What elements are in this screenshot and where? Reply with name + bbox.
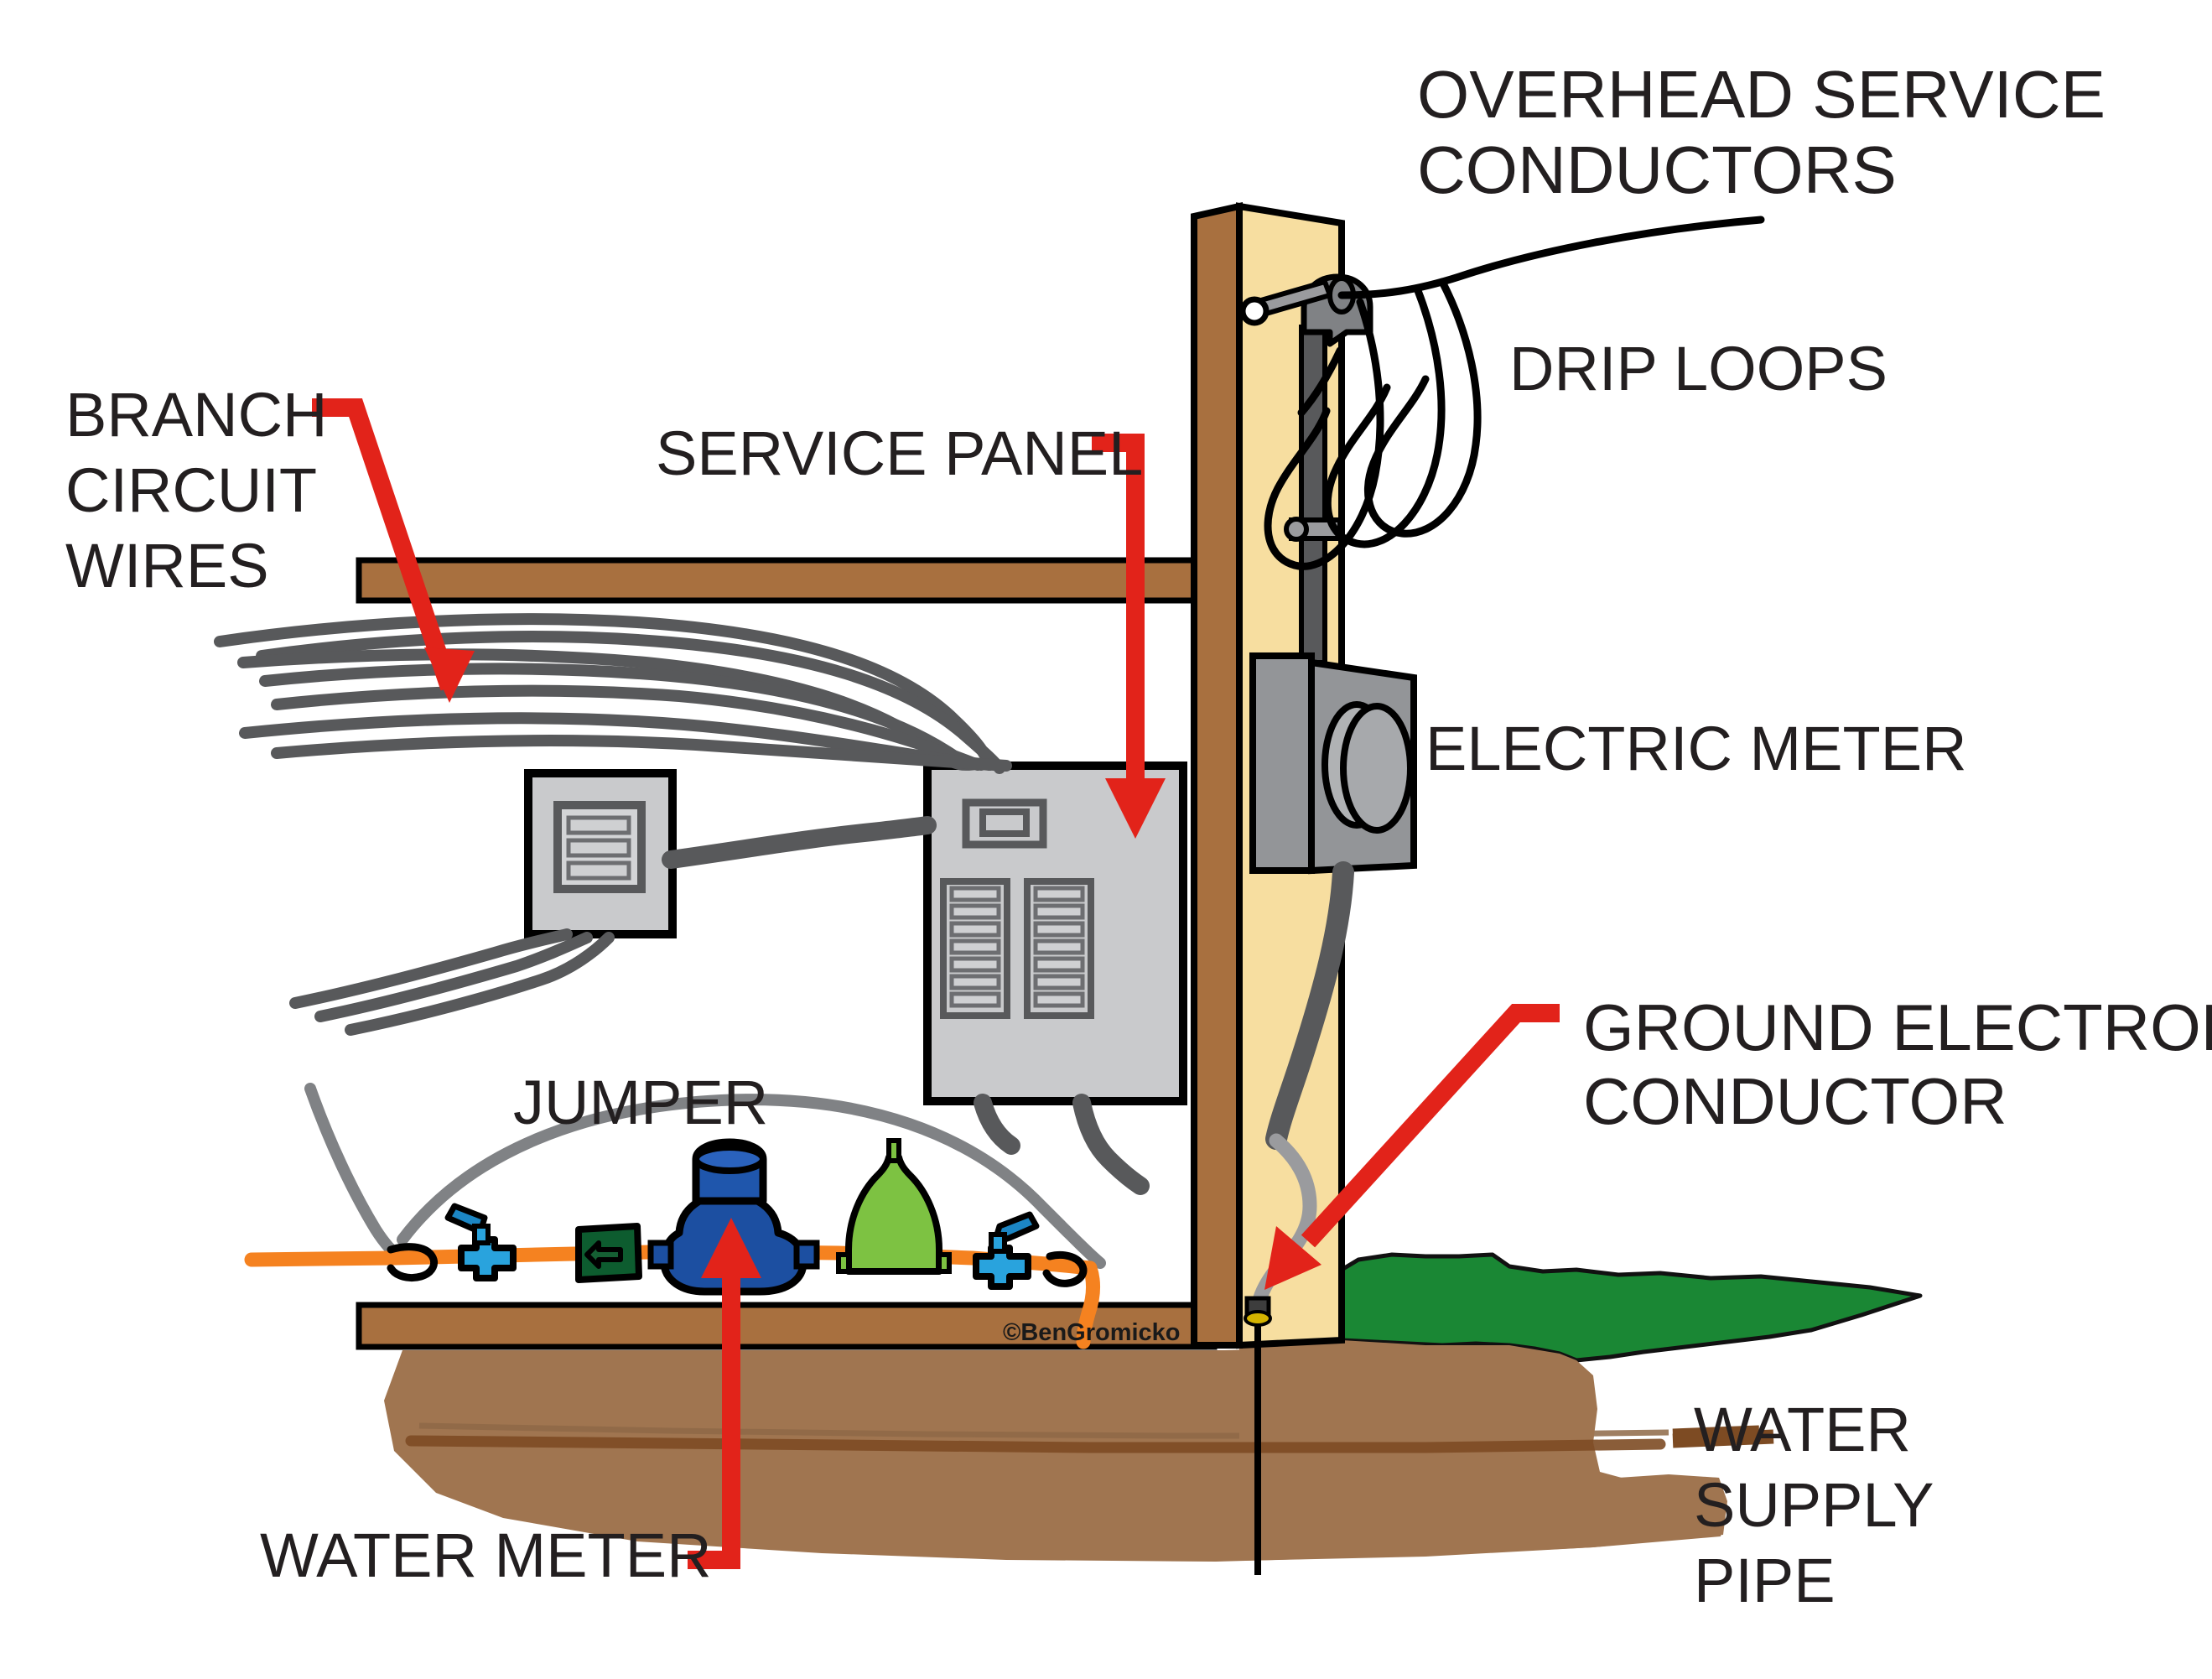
- sub-panel[interactable]: [524, 769, 677, 938]
- pressure-regulator[interactable]: [836, 1138, 952, 1275]
- ball-valve-left[interactable]: [444, 1203, 517, 1281]
- label-overhead-service-conductors: OVERHEAD SERVICE CONDUCTORS: [1417, 57, 2106, 207]
- label-drip-loops: DRIP LOOPS: [1509, 334, 1887, 403]
- label-overhead-service-conductors-line1: OVERHEAD SERVICE: [1417, 57, 2106, 132]
- label-electric-meter: ELECTRIC METER: [1425, 714, 1967, 783]
- label-overhead-service-conductors-line2: CONDUCTORS: [1417, 133, 1897, 207]
- top-plate: [356, 557, 1218, 604]
- copyright-credit-text: ©BenGromicko: [1003, 1319, 1181, 1346]
- label-ground-electrode-conductor-line2: CONDUCTOR: [1583, 1064, 2007, 1138]
- leader-water-supply-pipe: [1672, 1425, 1760, 1443]
- sub-panel-breakers[interactable]: [566, 815, 631, 881]
- branch-circuit-wires: [214, 613, 1012, 774]
- label-branch-circuit-wires-line1: BRANCH: [65, 380, 327, 450]
- label-water-supply-pipe-line3: PIPE: [1694, 1546, 1836, 1615]
- arrow-ground-electrode-conductor: [1264, 1004, 1560, 1290]
- label-drip-loops-line1: DRIP LOOPS: [1509, 334, 1887, 403]
- panel-to-pipe-bond: [304, 1083, 407, 1264]
- label-branch-circuit-wires: BRANCH CIRCUIT WIRES: [65, 380, 327, 600]
- label-water-supply-pipe-line2: SUPPLY: [1694, 1470, 1934, 1540]
- label-service-panel-line1: SERVICE PANEL: [656, 418, 1143, 488]
- jumper-conductor: [397, 1094, 1106, 1269]
- grass-layer: [1237, 1252, 1923, 1363]
- ball-valve-right[interactable]: [973, 1211, 1040, 1290]
- label-electric-meter-line1: ELECTRIC METER: [1425, 714, 1967, 783]
- copyright-credit: ©BenGromicko: [1003, 1319, 1181, 1346]
- grounding-clamp-left: [387, 1243, 438, 1282]
- breaker-column-right[interactable]: [1033, 886, 1085, 1008]
- label-branch-circuit-wires-line2: CIRCUIT: [65, 455, 317, 525]
- label-jumper: JUMPER: [513, 1068, 768, 1137]
- label-service-panel: SERVICE PANEL: [656, 418, 1143, 488]
- sub-panel-feeder: [662, 816, 937, 869]
- breaker-column-left[interactable]: [949, 886, 1001, 1008]
- floor-plate: [356, 1302, 1218, 1350]
- branch-circuit-wires-lower: [289, 928, 615, 1036]
- label-water-supply-pipe-line1: WATER: [1694, 1395, 1911, 1464]
- arrow-service-panel: [1092, 434, 1166, 839]
- drip-loops: [1264, 278, 1482, 570]
- service-entrance-conduit: [1265, 861, 1354, 1150]
- label-water-supply-pipe: WATER SUPPLY PIPE: [1694, 1395, 1934, 1615]
- overhead-service-conductors: [1337, 216, 1765, 299]
- label-jumper-line1: JUMPER: [513, 1068, 768, 1137]
- label-water-meter-line1: WATER METER: [260, 1520, 712, 1590]
- backflow-preventer[interactable]: [575, 1223, 642, 1283]
- label-water-meter: WATER METER: [260, 1520, 712, 1590]
- arrow-water-meter: [688, 1218, 761, 1569]
- electric-meter[interactable]: [1249, 652, 1417, 875]
- label-branch-circuit-wires-line3: WIRES: [65, 531, 269, 600]
- arrow-branch-circuit-wires: [312, 398, 475, 703]
- panel-bottom-conduits: [974, 1094, 1150, 1195]
- label-ground-electrode-conductor: GROUND ELECTRODE CONDUCTOR: [1583, 990, 2212, 1138]
- label-ground-electrode-conductor-line1: GROUND ELECTRODE: [1583, 990, 2212, 1064]
- grounding-clamp-right: [1042, 1250, 1088, 1287]
- ground-rod: [1244, 1296, 1272, 1575]
